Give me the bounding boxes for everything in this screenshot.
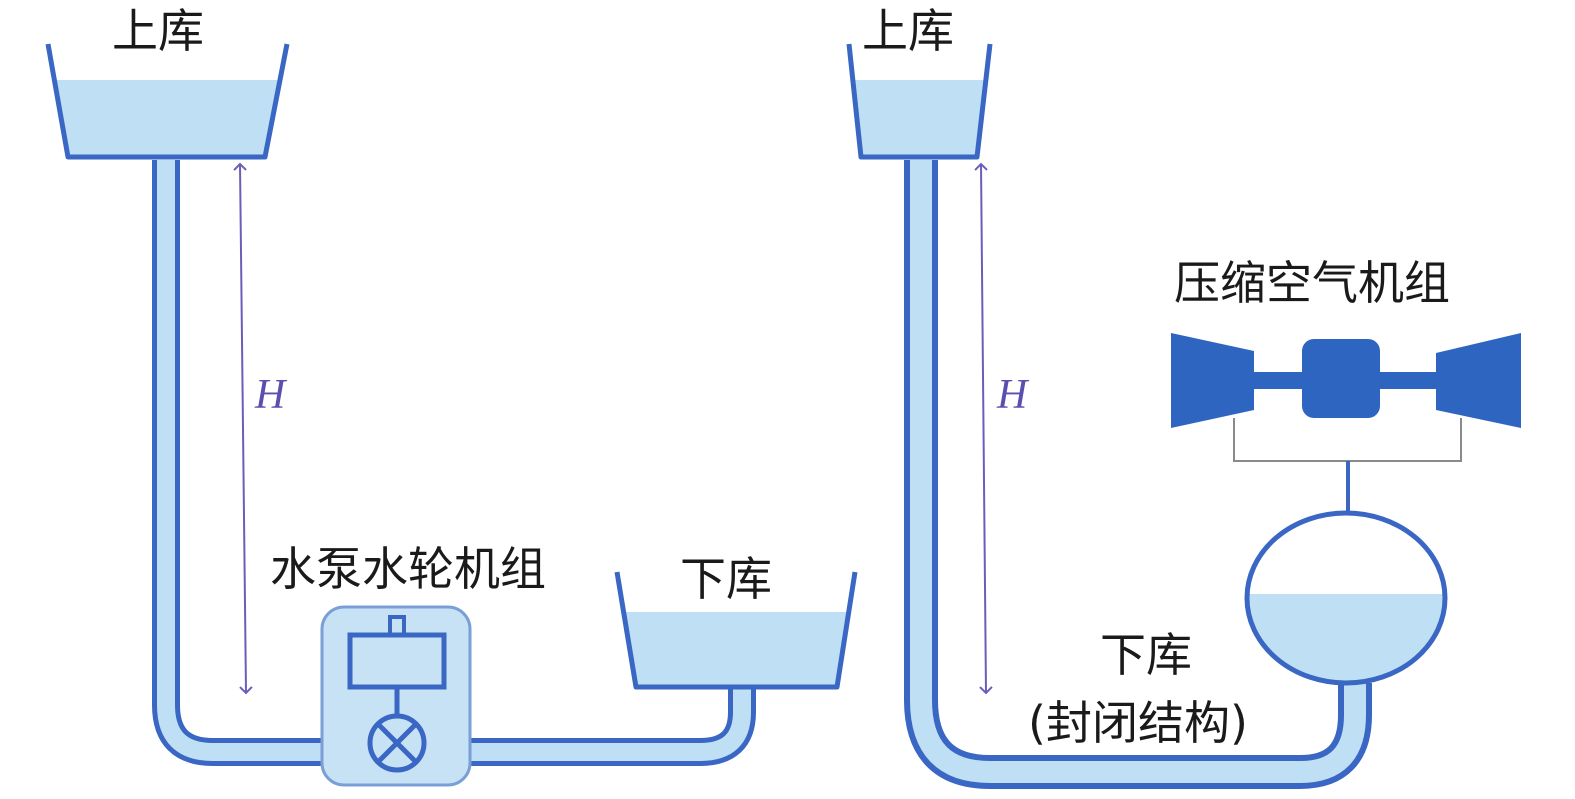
head-arrow-left [233,162,253,695]
head-arrow-right [974,162,993,695]
upper-reservoir-left [45,43,290,160]
penstock-pipe-right [904,160,1372,789]
upper-reservoir-right [846,43,993,160]
upper-reservoir-left-label: 上库 [112,4,204,58]
compressed-air-unit [1171,333,1521,428]
head-label-right: H [997,372,1028,418]
pump-turbine-unit-label: 水泵水轮机组 [270,542,546,596]
air-connector [1233,418,1462,512]
upper-reservoir-right-label: 上库 [862,4,954,58]
closed-lower-reservoir-label: 下库 [1100,628,1192,682]
lower-reservoir-left [614,571,858,690]
penstock-pipe-left [152,160,756,766]
compressed-air-unit-label: 压缩空气机组 [1174,256,1450,310]
lower-reservoir-left-label: 下库 [680,552,772,606]
closed-structure-note: (封闭结构) [1028,696,1248,750]
pump-turbine-unit [320,605,472,787]
closed-lower-reservoir [1244,510,1448,686]
head-label-left: H [255,372,286,418]
